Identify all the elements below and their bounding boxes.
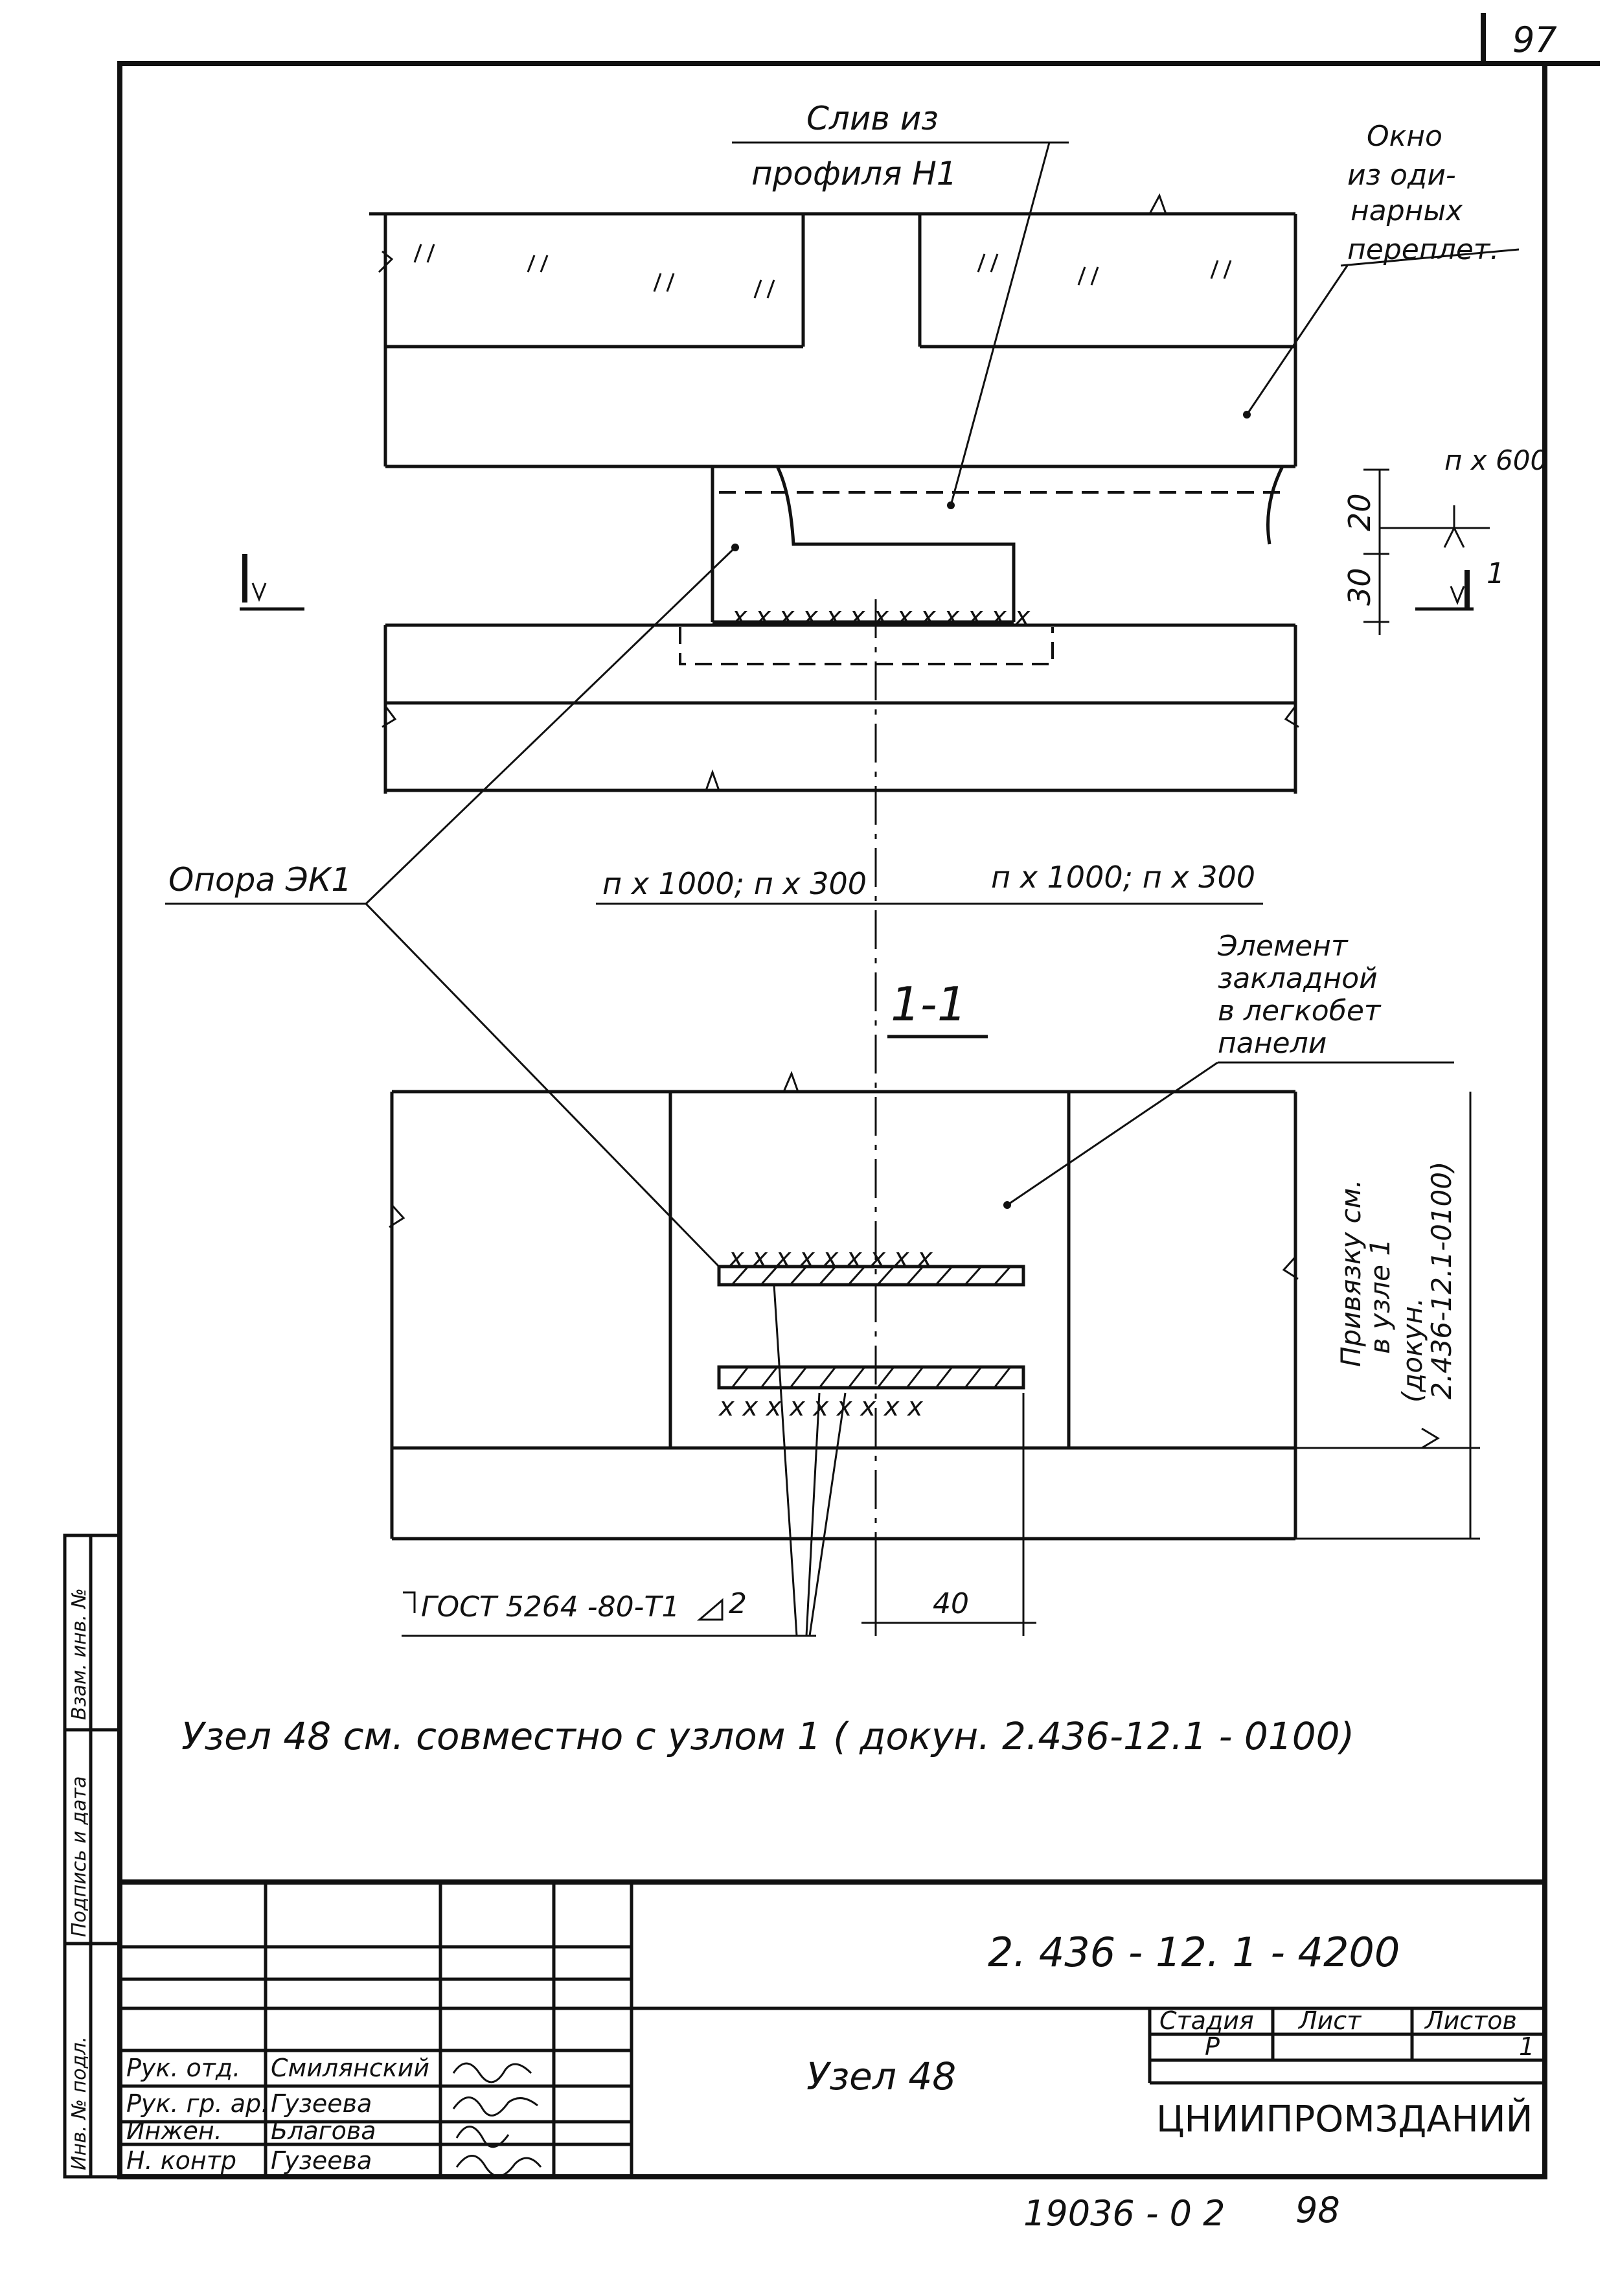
organization: ЦНИИПРОМЗДАНИЙ xyxy=(1156,2098,1533,2141)
svg-text:30: 30 xyxy=(1342,568,1377,606)
person-role: Н. контр xyxy=(126,2146,236,2175)
person-name: Гузеева xyxy=(271,2089,372,2118)
footer-page: 98 xyxy=(1295,2190,1340,2231)
svg-text:40: 40 xyxy=(933,1587,969,1620)
person-name: Смилянский xyxy=(271,2054,429,2082)
support-label: Опора ЭК1 xyxy=(165,544,739,1268)
svg-text:Взам. инв. №: Взам. инв. № xyxy=(68,1588,91,1720)
svg-text:2: 2 xyxy=(729,1587,747,1620)
sheet-frame xyxy=(117,13,1600,2179)
stage-header: Стадия xyxy=(1159,2006,1254,2035)
person-role: Рук. отд. xyxy=(126,2054,240,2082)
svg-text:профиля Н1: профиля Н1 xyxy=(751,155,957,192)
person-role: Рук. гр. ар. xyxy=(126,2089,269,2118)
signature xyxy=(452,2062,532,2084)
footer-number: 19036 - 0 2 xyxy=(1023,2193,1225,2234)
page-number-top: 97 xyxy=(1512,19,1557,60)
stage-value: Р xyxy=(1205,2032,1220,2061)
svg-text:переплет.: переплет. xyxy=(1347,233,1499,266)
window-label: Окно из оди- нарных переплет. xyxy=(1243,120,1520,419)
drain-label: Слив из профиля Н1 xyxy=(732,100,1069,509)
document-code: 2. 436 - 12. 1 - 4200 xyxy=(988,1929,1400,1976)
svg-text:п х 1000; п х 300: п х 1000; п х 300 xyxy=(602,866,867,901)
svg-text:панели: панели xyxy=(1218,1027,1327,1060)
person-name: Гузеева xyxy=(271,2146,372,2175)
embed-label: Элемент закладной в легкобет панели xyxy=(1003,930,1454,1209)
pitch-texts: п х 1000; п х 300 п х 1000; п х 300 xyxy=(596,860,1263,905)
section-mark-right: 1 xyxy=(1415,557,1505,611)
sheets-header: Листов xyxy=(1424,2006,1517,2035)
signature xyxy=(455,2155,542,2177)
svg-text:Элемент: Элемент xyxy=(1217,930,1349,963)
svg-text:Окно: Окно xyxy=(1367,120,1442,153)
node-name: Узел 48 xyxy=(806,2054,956,2098)
dimension-chain-right: 20 30 п х 600 xyxy=(1342,444,1547,635)
svg-text:Привязку см.: Привязку см. xyxy=(1335,1179,1367,1367)
person-role: Инжен. xyxy=(126,2117,222,2145)
svg-text:20: 20 xyxy=(1342,493,1377,531)
weld-label: ГОСТ 5264 -80-Т1 2 xyxy=(402,1587,816,1637)
svg-text:1: 1 xyxy=(1487,557,1505,590)
svg-text:закладной: закладной xyxy=(1218,962,1378,995)
svg-text:x x x x x x x x x x x x x: x x x x x x x x x x x x x xyxy=(731,602,1031,632)
svg-text:Слив из: Слив из xyxy=(806,100,939,137)
svg-text:ГОСТ 5264 -80-Т1: ГОСТ 5264 -80-Т1 xyxy=(421,1590,679,1624)
svg-text:из оди-: из оди- xyxy=(1347,159,1456,192)
people-list: Рук. отд. Смилянский Рук. гр. ар. Гузеев… xyxy=(126,2054,542,2177)
svg-text:нарных: нарных xyxy=(1351,194,1463,227)
svg-text:Инв. № подл.: Инв. № подл. xyxy=(68,2036,91,2170)
svg-text:Опора ЭК1: Опора ЭК1 xyxy=(168,861,352,899)
svg-text:п х 1000; п х 300: п х 1000; п х 300 xyxy=(991,860,1255,895)
svg-text:x x x x x x x x x: x x x x x x x x x xyxy=(718,1392,923,1422)
svg-text:2.436-12.1-0100): 2.436-12.1-0100) xyxy=(1426,1162,1457,1399)
general-note: Узел 48 см. совместно с узлом 1 ( докун.… xyxy=(181,1714,1354,1758)
side-stamp: Взам. инв. № Подпись и дата Инв. № подл. xyxy=(63,1533,122,2179)
title-block xyxy=(120,1879,1545,2177)
svg-text:(докун.: (докун. xyxy=(1396,1298,1428,1403)
person-name: Благова xyxy=(271,2117,376,2145)
section-title: 1-1 xyxy=(891,977,967,1031)
svg-text:Подпись и дата: Подпись и дата xyxy=(68,1776,91,1938)
sheets-value: 1 xyxy=(1519,2032,1534,2061)
section-mark-left xyxy=(240,554,304,611)
plan-view: x x x x x x x x x x x x x xyxy=(369,193,1299,1555)
sheet-header: Лист xyxy=(1297,2006,1362,2035)
svg-text:в узле 1: в узле 1 xyxy=(1364,1239,1396,1354)
svg-text:x x x x x x x x x: x x x x x x x x x xyxy=(727,1243,933,1273)
signature xyxy=(452,2096,538,2117)
signature xyxy=(455,2126,510,2148)
section-1-1: 1-1 x x x x x x x x x x x x x x x x x x xyxy=(389,977,1480,1636)
pitch-label: п х 600 xyxy=(1444,444,1547,476)
svg-text:в легкобет: в легкобет xyxy=(1218,994,1382,1027)
